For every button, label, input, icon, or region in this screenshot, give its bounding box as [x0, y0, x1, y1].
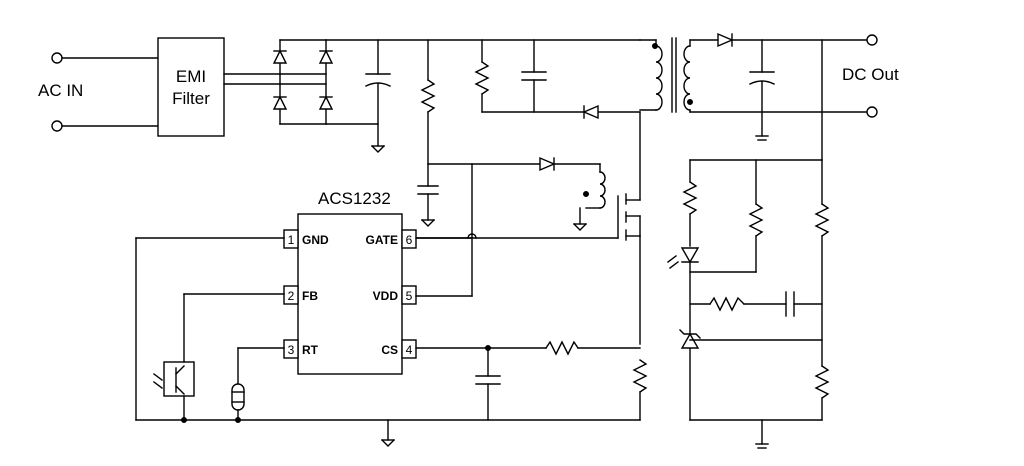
pin4-number: 4 [406, 343, 413, 357]
pin-fb-label: FB [302, 289, 318, 303]
mosfet [401, 111, 641, 345]
pin-box-6 [401, 229, 417, 249]
dc-terminal-bottom [866, 106, 878, 118]
dc-out-label: DC Out [842, 65, 899, 84]
pin1-number: 1 [288, 233, 295, 247]
opto-transistor [163, 361, 195, 397]
transformer [639, 37, 693, 113]
emi-filter: EMI Filter [157, 37, 281, 137]
emi-filter-box [157, 37, 225, 137]
pin-gnd-label: GND [302, 233, 329, 247]
ac-terminal-bottom [51, 120, 63, 132]
bridge-diode-1 [272, 49, 288, 64]
output-diode [717, 32, 734, 48]
pin5-number: 5 [406, 289, 413, 303]
acs1232-ic: ACS1232 1 2 3 6 5 4 GND FB RT GATE VDD C… [283, 189, 417, 375]
bridge-rectifier [272, 39, 334, 125]
bridge-diode-3 [272, 95, 288, 110]
ac-in-label: AC IN [38, 81, 83, 100]
pin-vdd-label: VDD [373, 289, 399, 303]
pin-box-3 [283, 339, 299, 359]
pin-box-5 [401, 285, 417, 305]
ic-body [297, 213, 403, 375]
pin-box-1 [283, 229, 299, 249]
snubber-diode [582, 104, 599, 120]
rt-resistor [231, 383, 245, 411]
snubber [474, 39, 641, 120]
pin3-number: 3 [288, 343, 295, 357]
emi-label-line2: Filter [172, 89, 210, 108]
ic-name-label: ACS1232 [318, 189, 391, 208]
pin-box-4 [401, 339, 417, 359]
aux-diode [539, 156, 556, 172]
startup-resistor [420, 79, 436, 113]
feedback-network [667, 159, 830, 449]
dc-bus [325, 39, 641, 153]
bridge-diode-2 [318, 49, 334, 64]
ac-terminal-top [51, 52, 63, 64]
primary-winding [655, 45, 663, 111]
pin-rt-label: RT [302, 343, 319, 357]
aux-winding [599, 171, 606, 209]
emi-label-line1: EMI [176, 67, 206, 86]
pin6-number: 6 [406, 233, 413, 247]
pin-gate-label: GATE [366, 233, 398, 247]
output-stage: DC Out [689, 32, 899, 161]
dc-terminal-top [866, 34, 878, 46]
ic-wiring [135, 233, 648, 447]
opto-led [680, 247, 700, 264]
sense-resistor [632, 359, 648, 393]
pin2-number: 2 [288, 289, 295, 303]
tl431-regulator [680, 332, 700, 349]
ac-input: AC IN [38, 52, 159, 132]
startup-network [417, 39, 606, 297]
secondary-winding [683, 45, 691, 111]
snubber-resistor [474, 61, 490, 95]
pin-cs-label: CS [381, 343, 398, 357]
bridge-diode-4 [318, 95, 334, 110]
pin-box-2 [283, 285, 299, 305]
